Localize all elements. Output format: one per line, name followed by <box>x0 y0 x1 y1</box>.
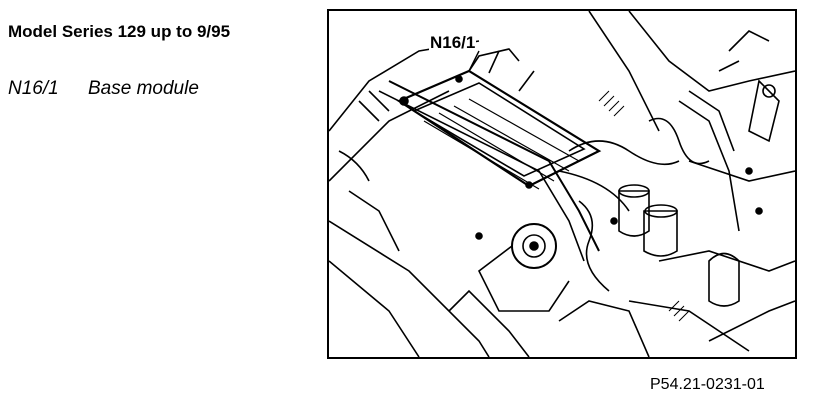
engine-bay-illustration: N16/1 <box>327 9 797 359</box>
figure-reference: P54.21-0231-01 <box>650 376 765 393</box>
legend-item: N16/1 Base module <box>8 78 199 100</box>
legend-code: N16/1 <box>8 78 59 99</box>
legend-label: Base module <box>88 78 199 99</box>
engine-bay-drawing <box>329 11 795 357</box>
page-title: Model Series 129 up to 9/95 <box>8 22 231 41</box>
component-callout: N16/1 <box>429 33 477 53</box>
